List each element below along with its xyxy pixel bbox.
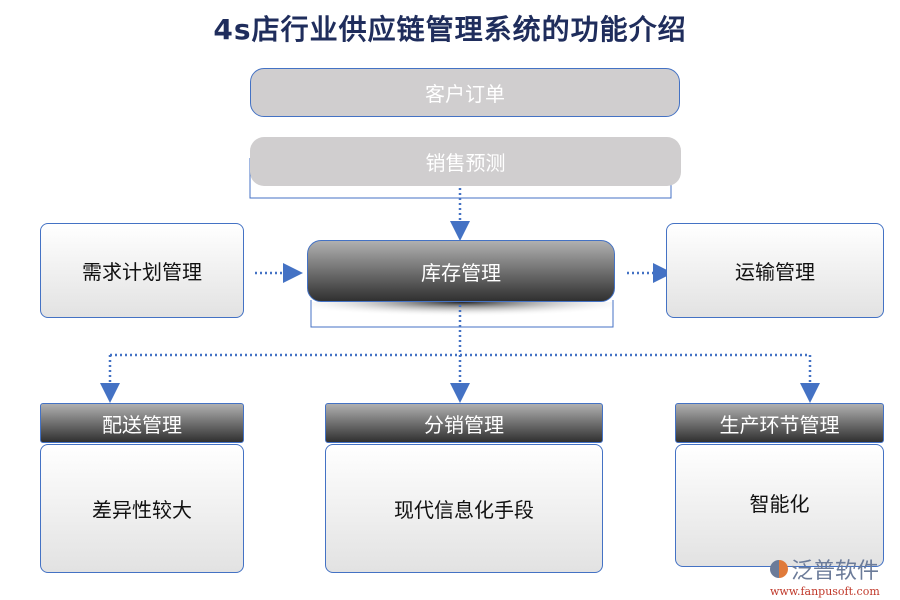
production-body: 智能化 [675, 444, 884, 567]
inventory-management-box: 库存管理 [307, 240, 615, 302]
production-header: 生产环节管理 [675, 403, 884, 443]
watermark-brand: 泛普软件 [791, 558, 880, 584]
sales-distribution-header: 分销管理 [325, 403, 603, 443]
inventory-shadow [312, 302, 612, 326]
watermark-logo: 泛普软件 www.fanpusoft.com [770, 552, 895, 598]
sales-forecast-box: 销售预测 [250, 137, 681, 186]
demand-planning-box: 需求计划管理 [40, 223, 244, 318]
fanpu-logo-icon [770, 559, 788, 578]
watermark-url: www.fanpusoft.com [770, 584, 880, 598]
transport-management-box: 运输管理 [666, 223, 884, 318]
inventory-bracket [310, 300, 614, 328]
distribution-header: 配送管理 [40, 403, 244, 443]
diagram-title: 4s店行业供应链管理系统的功能介绍 [213, 13, 687, 46]
distribution-body: 差异性较大 [40, 444, 244, 573]
sales-distribution-body: 现代信息化手段 [325, 444, 603, 573]
customer-order-box: 客户订单 [250, 68, 680, 117]
